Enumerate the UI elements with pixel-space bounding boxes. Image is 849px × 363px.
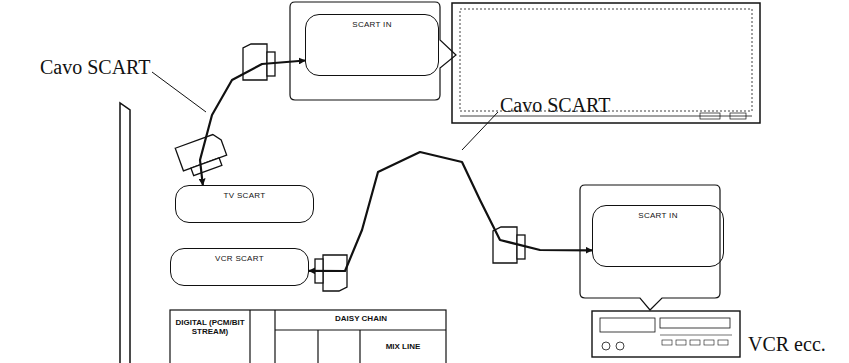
- scart-plugs: [175, 44, 525, 291]
- cable-label: Cavo SCART: [500, 94, 610, 117]
- leader-line: [462, 112, 498, 150]
- terminal-table: [170, 310, 446, 363]
- table-rule: [274, 310, 275, 363]
- vcr-display: [600, 318, 655, 332]
- vcr-button: [718, 340, 728, 345]
- tv-detail: [730, 113, 746, 119]
- scart-cable: [200, 61, 305, 186]
- table-cell: DAISY CHAIN: [277, 314, 445, 323]
- tv-set: [452, 3, 760, 123]
- vcr-button: [676, 340, 686, 345]
- vcr-device: [592, 311, 740, 357]
- tv-callout: [290, 2, 456, 100]
- vcr-trim: [660, 335, 732, 336]
- vcr-body: [592, 311, 740, 357]
- cable-label: Cavo SCART: [40, 56, 150, 79]
- table-cell: MIX LINE: [362, 342, 444, 351]
- leader-line: [152, 72, 206, 112]
- socket-label: VCR SCART: [171, 249, 308, 263]
- vcr-slot: [660, 318, 730, 328]
- callout-bubble: [290, 2, 456, 100]
- table-rule: [359, 330, 360, 363]
- scart-socket: SCART IN: [592, 205, 724, 267]
- scart-plug: [315, 255, 347, 291]
- vcr-button: [704, 340, 714, 345]
- table-rule: [249, 310, 250, 363]
- scart-cable: [309, 152, 592, 271]
- table-cell: DIGITAL (PCM/BIT STREAM): [172, 318, 248, 336]
- socket-label: TV SCART: [176, 186, 313, 200]
- vcr-callout: [580, 185, 720, 310]
- scart-plug: [243, 44, 275, 80]
- panel-edge: [120, 103, 130, 363]
- plug-head: [191, 158, 222, 176]
- plug-body: [323, 255, 347, 291]
- vcr-button: [690, 340, 700, 345]
- socket-label: SCART IN: [593, 206, 723, 220]
- vcr-knob: [616, 342, 624, 350]
- table-rule: [317, 330, 318, 363]
- tv-detail: [700, 113, 720, 119]
- callout-bubble: [580, 185, 720, 310]
- scart-socket: SCART IN: [305, 14, 439, 76]
- tv-cabinet: [452, 3, 760, 123]
- vcr-button: [662, 340, 672, 345]
- vcr-knob: [602, 342, 610, 350]
- scart-socket: VCR SCART: [170, 248, 309, 286]
- socket-label: SCART IN: [306, 15, 438, 29]
- device-label: VCR ecc.: [748, 333, 826, 356]
- scart-socket: TV SCART: [175, 185, 314, 223]
- plug-body: [243, 44, 267, 80]
- table-frame: [170, 310, 446, 363]
